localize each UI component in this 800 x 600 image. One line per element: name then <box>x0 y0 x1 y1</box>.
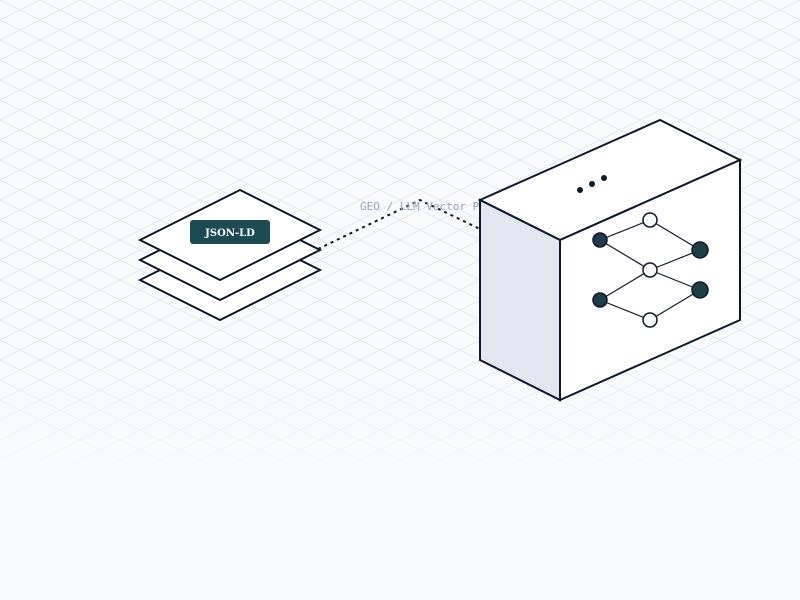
grid-line <box>0 0 722 361</box>
output-node <box>691 281 709 299</box>
json-ld-badge-label: JSON-LD <box>204 228 255 239</box>
grid-line <box>0 0 800 401</box>
connector-label: GEO / LLM Vector Pipe <box>360 200 499 213</box>
grid-line <box>158 0 800 321</box>
grid-line <box>0 279 381 471</box>
grid-line <box>139 139 800 471</box>
box-front-face <box>559 158 741 402</box>
grid-line <box>118 0 800 341</box>
server-box <box>477 118 743 402</box>
grid-line <box>0 219 501 471</box>
grid-line <box>99 119 800 471</box>
grid-line <box>0 159 621 471</box>
grid-line <box>59 99 800 471</box>
grid-line <box>0 99 741 471</box>
grid-line <box>0 79 781 471</box>
grid-line <box>0 139 661 471</box>
grid-line <box>0 179 581 471</box>
three-dots-icon <box>577 175 607 193</box>
hidden-node <box>642 212 658 228</box>
grid-line <box>0 239 461 471</box>
grid-line <box>0 119 701 471</box>
hidden-node <box>642 262 658 278</box>
hidden-node <box>642 312 658 328</box>
connector-line <box>317 198 481 250</box>
output-node <box>691 241 709 259</box>
grid-line <box>0 0 682 341</box>
input-node <box>592 292 608 308</box>
grid-line <box>0 0 762 381</box>
grid-line <box>19 79 800 471</box>
json-ld-badge <box>190 220 270 244</box>
grid-line <box>0 59 800 461</box>
grid-line <box>0 259 421 471</box>
grid-line <box>0 39 800 441</box>
layer-stack: JSON-LD <box>137 188 323 322</box>
input-node <box>592 232 608 248</box>
neural-network-icon <box>592 212 709 328</box>
grid-line <box>0 299 341 471</box>
grid-line <box>0 0 642 321</box>
grid-line <box>459 299 800 471</box>
